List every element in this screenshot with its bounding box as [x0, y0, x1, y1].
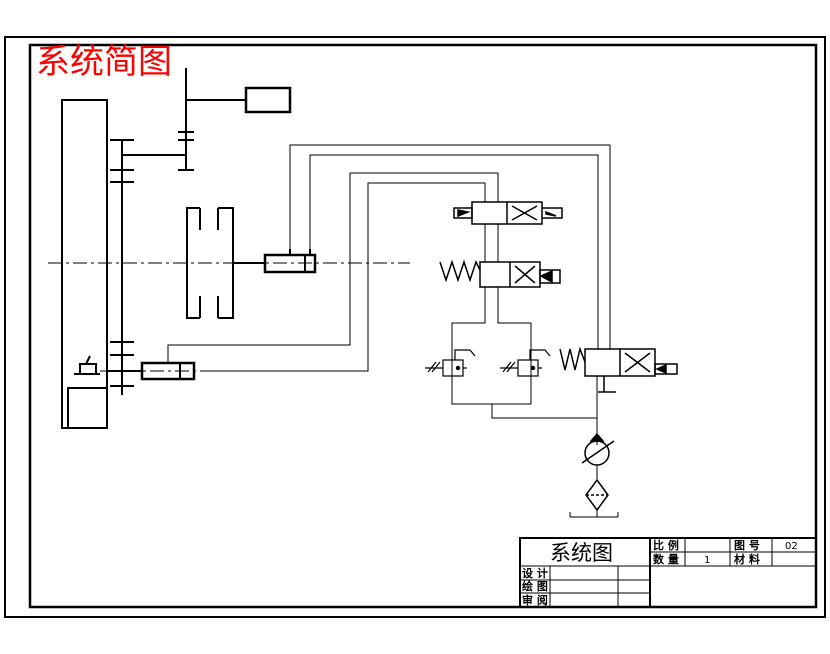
relief-valve-1-pilot	[454, 349, 476, 369]
material-label: 材 料	[734, 552, 760, 566]
valve-3-spring	[559, 346, 586, 371]
tank	[569, 512, 619, 518]
hydraulic-lines	[167, 144, 619, 518]
outer-border	[4, 36, 826, 618]
valve-1-arrow-right	[545, 210, 557, 217]
inner-border	[28, 43, 818, 609]
review-label: 审 阅	[522, 593, 548, 607]
drawing-heading: 系统简图	[36, 42, 172, 82]
frame-bar	[61, 99, 108, 429]
motor-flange	[74, 355, 100, 375]
pipe-loop-right	[492, 305, 532, 405]
draw-label: 绘 图	[522, 579, 548, 593]
relief-valve-1-dot	[455, 365, 461, 371]
valve-2-arrow	[539, 269, 553, 284]
valve-2-spring	[439, 259, 481, 283]
title-block-name: 系统图	[550, 541, 613, 565]
filter	[585, 478, 609, 512]
pipe-loop	[451, 305, 598, 445]
valve-1-cross	[511, 205, 538, 221]
drawing-no-label: 图 号	[734, 539, 760, 552]
valve-3-solenoid	[654, 363, 678, 375]
valve-1-arrow-left	[457, 209, 471, 218]
valve-3-arrow	[655, 363, 667, 375]
title-block-grid	[520, 538, 816, 607]
mechanical-assembly	[61, 68, 317, 429]
top-actuator	[244, 86, 292, 114]
relief-valve-2-dot	[530, 365, 536, 371]
pump-arrow	[589, 432, 605, 442]
pipe-third	[167, 172, 499, 363]
relief-valve-1-spring	[425, 361, 443, 373]
valve-2-cross	[514, 265, 536, 284]
valve-3-cross	[624, 352, 651, 373]
relief-valves	[425, 349, 551, 377]
pipe-outer	[289, 144, 611, 349]
valve-1-solenoid-right	[542, 207, 563, 219]
pump-variable-arrow	[581, 440, 615, 464]
title-block-frame	[519, 537, 817, 608]
relief-valve-2-spring	[500, 361, 518, 373]
scale-label: 比 例	[653, 538, 679, 552]
pipe-fourth	[205, 182, 486, 372]
design-label: 设 计	[522, 566, 548, 580]
quantity-label: 数 量	[653, 552, 679, 566]
valves	[439, 201, 678, 393]
pipe-second	[309, 154, 599, 349]
pump-group	[581, 432, 615, 512]
quantity-value: 1	[704, 555, 710, 566]
motor-block	[67, 387, 108, 429]
title-block: 系统图 比 例 数 量 1 图 号 02 材 料 设 计 绘 图 审 阅	[519, 537, 817, 608]
valve-1-solenoid-left	[453, 207, 473, 219]
drawing-no-value: 02	[785, 541, 798, 552]
pipe-v3	[484, 287, 499, 305]
valve-2-solenoid	[539, 269, 561, 284]
relief-valve-2-pilot	[529, 349, 551, 369]
